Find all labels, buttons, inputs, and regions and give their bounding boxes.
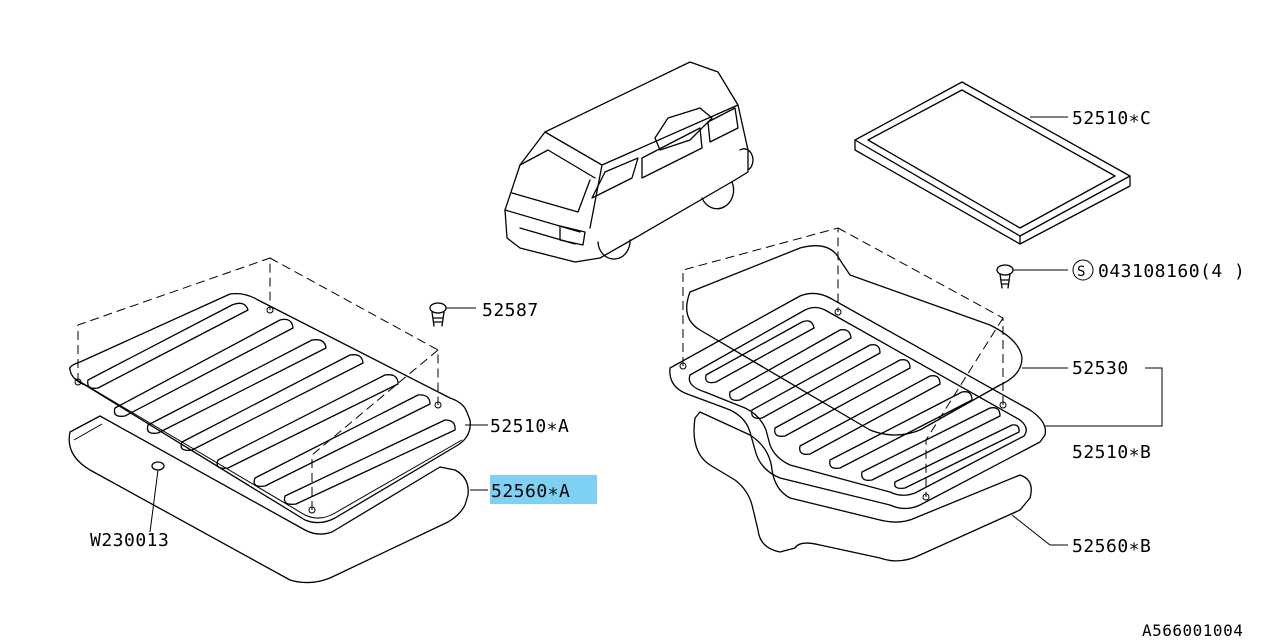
cover-52530[interactable] [686,245,1023,436]
label-52560a[interactable]: 52560∗A [491,481,570,502]
clip-w230013[interactable] [151,461,165,471]
tray-52510a[interactable] [69,292,471,524]
mat-52560b[interactable] [693,411,1032,562]
tray-ribs [87,302,456,505]
label-52560b[interactable]: 52560∗B [1072,536,1151,557]
s-mark: S [1077,264,1086,280]
selected-part-highlight [490,475,597,504]
label-52510c[interactable]: 52510∗C [1072,108,1151,129]
label-52587[interactable]: 52587 [482,300,539,321]
label-52530[interactable]: 52530 [1072,358,1129,379]
part-labels: 52510∗C S 043108160(4 ) 52587 52530 5251… [90,108,1245,640]
bolt-52587[interactable] [429,302,447,327]
lid-52510c[interactable] [854,81,1131,245]
label-043108160[interactable]: 043108160(4 ) [1098,261,1245,282]
vehicle-illustration [504,61,754,263]
screw-043108160[interactable] [996,264,1014,289]
tray-52510b[interactable] [669,292,1047,510]
label-52510a[interactable]: 52510∗A [490,416,569,437]
left-floor-tray-assembly [68,257,476,584]
label-w230013[interactable]: W230013 [90,530,169,551]
label-52510b[interactable]: 52510∗B [1072,442,1151,463]
mat-52560a[interactable] [68,415,469,584]
tray-b-ribs [705,320,1020,490]
right-floor-tray-assembly [669,81,1163,562]
diagram-id: A566001004 [1142,621,1243,640]
s-mark-circle [1072,259,1094,281]
